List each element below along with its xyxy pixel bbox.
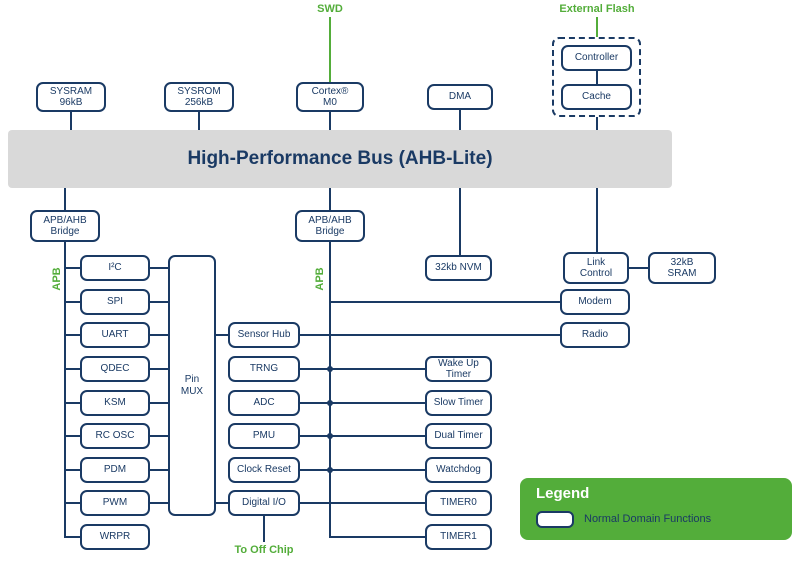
swd-label: SWD <box>317 3 343 15</box>
connector-line <box>330 301 560 303</box>
connector-line <box>300 502 425 504</box>
connector-line <box>150 502 168 504</box>
sysram-box: SYSRAM 96kB <box>36 82 106 112</box>
connector-line <box>263 516 265 542</box>
connector-line <box>150 267 168 269</box>
pmu-box: PMU <box>228 423 300 449</box>
connector-line <box>329 188 331 210</box>
apb-label-mid: APB <box>314 267 326 291</box>
ahb-bus-bar: High-Performance Bus (AHB-Lite) <box>8 130 672 188</box>
connector-line <box>629 267 648 269</box>
connector-line <box>70 112 72 130</box>
dual-timer-box: Dual Timer <box>425 423 492 449</box>
adc-box: ADC <box>228 390 300 416</box>
pdm-box: PDM <box>80 457 150 483</box>
sram-box: 32kB SRAM <box>648 252 716 284</box>
digital-io-box: Digital I/O <box>228 490 300 516</box>
junction-dot <box>327 366 333 372</box>
connector-line <box>150 301 168 303</box>
slow-timer-box: Slow Timer <box>425 390 492 416</box>
connector-line <box>64 469 80 471</box>
apb-ahb-bridge-mid-box: APB/AHB Bridge <box>295 210 365 242</box>
apb-trunk-left <box>64 242 66 538</box>
pwm-box: PWM <box>80 490 150 516</box>
connector-line <box>150 368 168 370</box>
sysrom-box: SYSROM 256kB <box>164 82 234 112</box>
connector-line <box>329 112 331 130</box>
connector-line <box>64 301 80 303</box>
junction-dot <box>327 400 333 406</box>
timer1-box: TIMER1 <box>425 524 492 550</box>
connector-line <box>64 334 80 336</box>
ksm-box: KSM <box>80 390 150 416</box>
pin-mux-box: Pin MUX <box>168 255 216 516</box>
qdec-box: QDEC <box>80 356 150 382</box>
connector-line <box>150 469 168 471</box>
spi-box: SPI <box>80 289 150 315</box>
connector-line <box>64 368 80 370</box>
modem-box: Modem <box>560 289 630 315</box>
connector-line <box>64 267 80 269</box>
to-off-chip-label: To Off Chip <box>234 544 294 556</box>
apb-label-left: APB <box>51 267 63 291</box>
cache-box: Cache <box>561 84 632 110</box>
watchdog-box: Watchdog <box>425 457 492 483</box>
link-control-box: Link Control <box>563 252 629 284</box>
legend: Legend Normal Domain Functions <box>520 478 792 540</box>
connector-line <box>596 188 598 252</box>
connector-line <box>329 17 331 82</box>
connector-line <box>300 402 425 404</box>
cortex-m0-box: Cortex® M0 <box>296 82 364 112</box>
timer0-box: TIMER0 <box>425 490 492 516</box>
connector-line <box>64 402 80 404</box>
wakeup-timer-box: Wake Up Timer <box>425 356 492 382</box>
connector-line <box>300 469 425 471</box>
connector-line <box>596 117 598 130</box>
dma-box: DMA <box>427 84 493 110</box>
junction-dot <box>327 433 333 439</box>
connector-line <box>300 334 560 336</box>
connector-line <box>150 334 168 336</box>
connector-line <box>596 71 598 84</box>
trng-box: TRNG <box>228 356 300 382</box>
sensor-hub-box: Sensor Hub <box>228 322 300 348</box>
normal-domain-swatch-icon <box>536 511 574 528</box>
external-flash-group <box>552 37 641 117</box>
connector-line <box>64 188 66 210</box>
clock-reset-box: Clock Reset <box>228 457 300 483</box>
connector-line <box>216 334 228 336</box>
apb-trunk-mid <box>329 242 331 538</box>
wrpr-box: WRPR <box>80 524 150 550</box>
flash-controller-box: Controller <box>561 45 632 71</box>
external-flash-label: External Flash <box>559 3 635 15</box>
connector-line <box>300 368 425 370</box>
connector-line <box>216 502 228 504</box>
connector-line <box>459 188 461 255</box>
rc-osc-box: RC OSC <box>80 423 150 449</box>
connector-line <box>596 17 598 37</box>
connector-line <box>64 435 80 437</box>
legend-item-label: Normal Domain Functions <box>584 513 712 525</box>
i2c-box: I²C <box>80 255 150 281</box>
connector-line <box>198 112 200 130</box>
connector-line <box>459 110 461 130</box>
legend-title: Legend <box>536 485 590 502</box>
junction-dot <box>327 467 333 473</box>
nvm-box: 32kb NVM <box>425 255 492 281</box>
connector-line <box>150 435 168 437</box>
connector-line <box>150 402 168 404</box>
connector-line <box>330 536 425 538</box>
uart-box: UART <box>80 322 150 348</box>
radio-box: Radio <box>560 322 630 348</box>
connector-line <box>64 502 80 504</box>
connector-line <box>64 536 80 538</box>
apb-ahb-bridge-left-box: APB/AHB Bridge <box>30 210 100 242</box>
connector-line <box>300 435 425 437</box>
